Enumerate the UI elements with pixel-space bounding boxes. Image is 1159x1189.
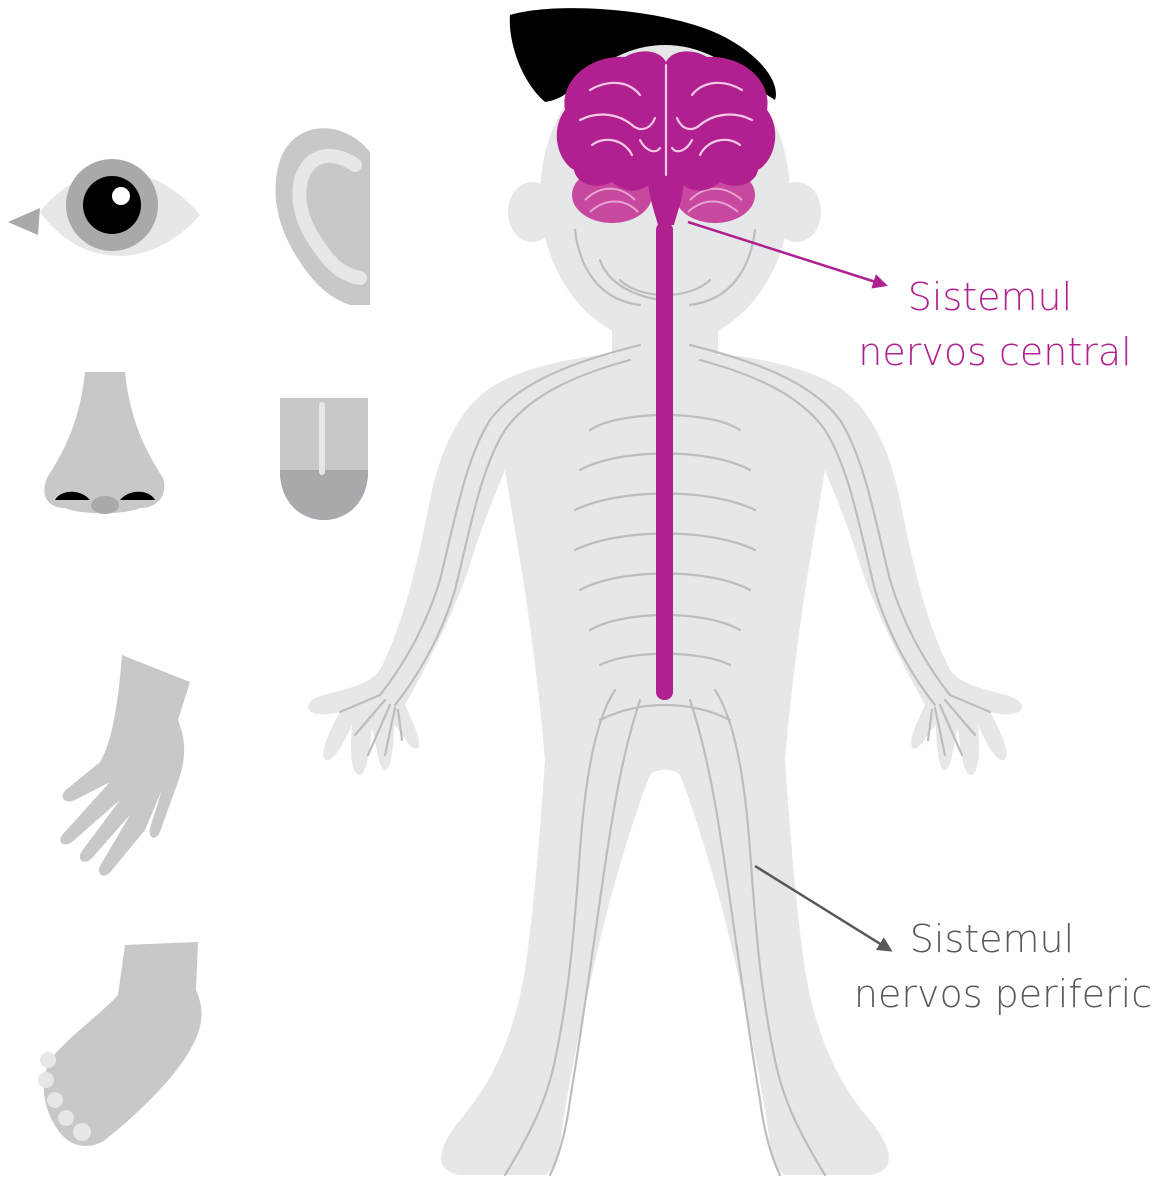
- eye-icon: [8, 159, 200, 256]
- foot-icon: [38, 942, 202, 1146]
- tongue-icon: [280, 398, 368, 520]
- peripheral-nervous-system-label: Sistemul nervos periferic: [854, 917, 1152, 1016]
- hand-icon: [60, 655, 190, 876]
- peripheral-label-line2: nervos periferic: [854, 972, 1152, 1016]
- nose-icon: [44, 372, 164, 514]
- spinal-cord: [656, 222, 673, 700]
- central-nervous-system-label: Sistemul nervos central: [858, 275, 1131, 374]
- ear-icon: [276, 128, 370, 305]
- peripheral-label-line1: Sistemul: [910, 917, 1074, 961]
- central-label-line1: Sistemul: [908, 275, 1072, 319]
- central-label-line2: nervos central: [858, 330, 1131, 374]
